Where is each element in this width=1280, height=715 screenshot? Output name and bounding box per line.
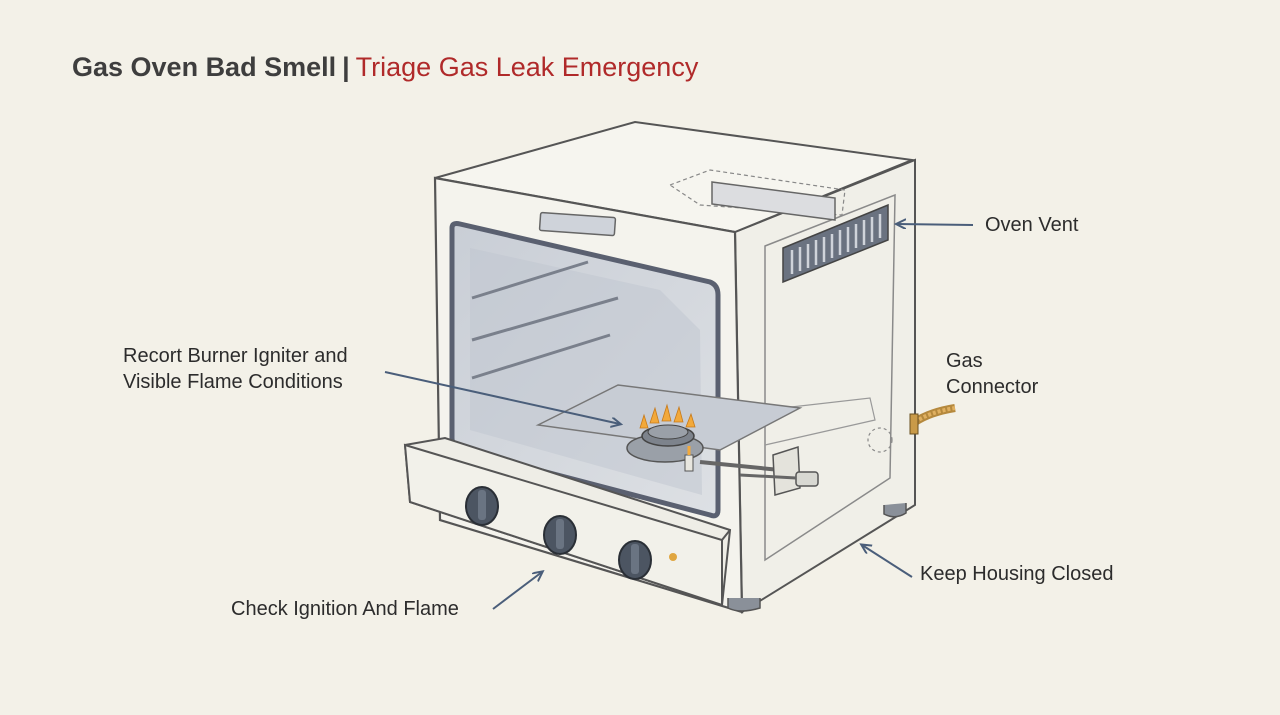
callout-gas-connector-line1: Gas bbox=[946, 350, 983, 372]
callout-gas-connector-line2: Connector bbox=[946, 376, 1039, 398]
side-window bbox=[764, 193, 896, 562]
callout-ignition: Check Ignition And Flame bbox=[231, 598, 459, 620]
title-main: Gas Oven Bad Smell bbox=[72, 52, 337, 82]
callout-burner: Recort Burner Igniter and Visible Flame … bbox=[123, 343, 348, 395]
gas-hose-icon bbox=[909, 404, 956, 435]
callout-gas-connector: Gas Connector bbox=[946, 348, 1038, 400]
vent-grille-icon bbox=[782, 203, 889, 284]
gas-valve bbox=[739, 445, 819, 496]
burner-assembly bbox=[626, 403, 781, 472]
arrow-burner bbox=[384, 371, 620, 424]
callout-burner-line1: Recort Burner Igniter and bbox=[123, 345, 348, 367]
callout-oven-vent: Oven Vent bbox=[985, 214, 1079, 236]
door-handle bbox=[538, 211, 617, 237]
title-separator: | bbox=[342, 52, 350, 82]
flame-icon bbox=[639, 403, 696, 429]
page-title: Gas Oven Bad Smell|Triage Gas Leak Emerg… bbox=[72, 52, 698, 83]
arrow-housing bbox=[862, 545, 913, 578]
control-knob-icon bbox=[465, 486, 677, 580]
arrow-ignition bbox=[492, 572, 542, 610]
callout-burner-line2: Visible Flame Conditions bbox=[123, 371, 343, 393]
title-sub: Triage Gas Leak Emergency bbox=[355, 52, 699, 82]
callout-housing: Keep Housing Closed bbox=[920, 563, 1114, 585]
arrow-oven-vent bbox=[897, 224, 974, 225]
